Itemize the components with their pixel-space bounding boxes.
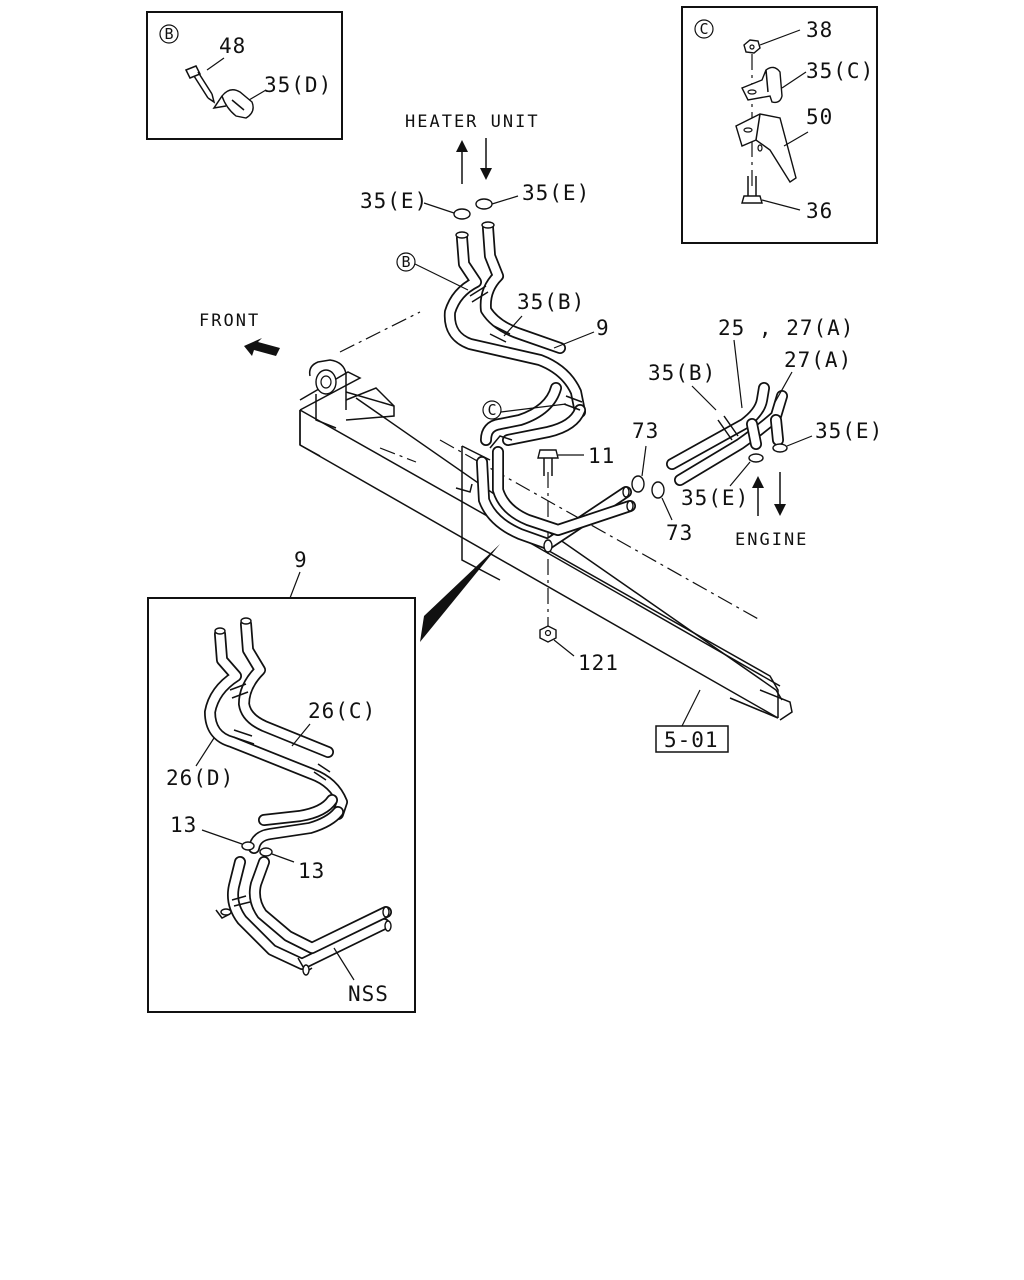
- nut-121-label: 121: [578, 651, 619, 675]
- hose-25-27a-label: 25 , 27(A): [718, 316, 854, 340]
- clip-13-left-icon: [241, 841, 255, 851]
- detail-b-panel: B 48 35(D): [146, 11, 343, 140]
- clamp-35b-engine-label: 35(B): [648, 361, 716, 385]
- clip-73-upper-label: 73: [632, 419, 659, 443]
- clamp-35b-upper-label: 35(B): [517, 290, 585, 314]
- detail-9-pointer: [420, 544, 500, 642]
- clip-35e-pair-icon: [423, 195, 519, 220]
- detail-b-marker: B: [164, 25, 173, 43]
- heater-unit-arrows: [456, 138, 492, 184]
- ref-box-border: [655, 725, 729, 753]
- nss-label: NSS: [348, 982, 389, 1006]
- detail-b-bolt-label: 48: [219, 34, 246, 58]
- detail-9-title: 9: [294, 548, 308, 572]
- clip-35e-engine-right-label: 35(E): [815, 419, 883, 443]
- detail-c-marker: C: [699, 20, 708, 38]
- clip-13-left-label: 13: [170, 813, 197, 837]
- hose-27a-label: 27(A): [784, 348, 852, 372]
- detail-b-clip-label: 35(D): [264, 73, 332, 97]
- hose-26c-label: 26(C): [308, 699, 376, 723]
- detail-b-border: [146, 11, 343, 140]
- detail-9-panel: 9 26(C) 26(D): [147, 548, 416, 1013]
- detail-c-callout-marker: [482, 400, 502, 420]
- detail-c-bracket-label: 50: [806, 105, 833, 129]
- clamp-35c-icon: [741, 66, 807, 104]
- front-label: FRONT: [199, 311, 260, 331]
- detail-c-clamp-label: 35(C): [806, 59, 874, 83]
- main-hose-assembly: [443, 221, 636, 553]
- front-arrow-icon: [244, 338, 280, 356]
- detail-9-border: [147, 597, 416, 1013]
- bolt-36-icon: [741, 176, 801, 211]
- hose-9-label: 9: [596, 316, 610, 340]
- detail-c-marker-circle: [694, 19, 714, 39]
- ref-box-label[interactable]: 5-01: [664, 728, 719, 752]
- detail-b-marker-circle: [159, 24, 179, 44]
- engine-label: ENGINE: [735, 530, 808, 550]
- clip-35e-engine-right-icon: [772, 443, 788, 453]
- bolt-11-label: 11: [588, 444, 615, 468]
- marker-c: C: [487, 401, 496, 419]
- clip-13-right-icon: [259, 847, 273, 857]
- hose-26d-label: 26(D): [166, 766, 234, 790]
- heater-unit-label: HEATER UNIT: [405, 112, 540, 132]
- bolt-48-icon: [184, 57, 225, 104]
- engine-arrows: [752, 472, 786, 516]
- nut-38-icon: [743, 29, 801, 54]
- bracket-50-icon: [735, 113, 809, 183]
- clip-73-lower-label: 73: [666, 521, 693, 545]
- clip-35d-icon: [212, 89, 267, 119]
- nut-121-icon: [539, 625, 575, 657]
- clip-35e-left-label: 35(E): [360, 189, 428, 213]
- frame-rail: [299, 311, 793, 721]
- clip-35e-engine-left-label: 35(E): [681, 486, 749, 510]
- clip-13-right-label: 13: [298, 859, 325, 883]
- detail-b-callout-marker: [396, 252, 416, 272]
- engine-hose-group: [666, 382, 788, 486]
- detail-c-nut-label: 38: [806, 18, 833, 42]
- detail-c-bolt-label: 36: [806, 199, 833, 223]
- mount-plate: [461, 446, 501, 581]
- bolt-11-icon: [537, 449, 584, 476]
- detail-c-border: [681, 6, 878, 244]
- clip-35e-right-label: 35(E): [522, 181, 590, 205]
- marker-b: B: [401, 253, 410, 271]
- clip-73-icons: [631, 445, 673, 521]
- clip-35e-engine-left-icon: [748, 453, 764, 463]
- detail-c-panel: C 38 35(C) 50 36: [681, 6, 878, 244]
